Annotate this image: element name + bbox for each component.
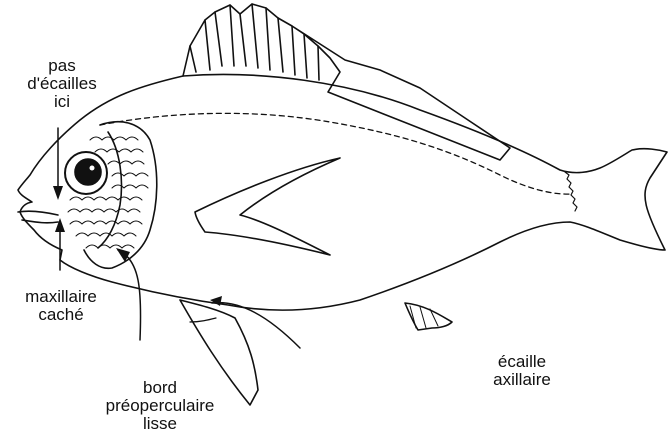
label-line: lisse	[82, 415, 238, 433]
label-smooth-preopercular-edge: bord préoperculaire lisse	[82, 379, 238, 433]
label-line: d'écailles	[22, 75, 102, 93]
axillary-scale	[190, 318, 216, 322]
eye-pupil	[75, 159, 101, 185]
label-line: écaille	[482, 353, 562, 371]
lateral-line	[100, 113, 572, 194]
label-line: préoperculaire	[82, 397, 238, 415]
body-outline	[18, 74, 667, 310]
caudal-scale-edge	[565, 172, 577, 211]
label-line: caché	[2, 306, 120, 324]
anal-fin	[405, 303, 452, 330]
eye-highlight	[90, 166, 95, 171]
label-axillary-scale: écaille axillaire	[482, 353, 562, 389]
label-line: maxillaire	[2, 288, 120, 306]
dorsal-fin	[183, 4, 510, 160]
mouth	[18, 211, 58, 223]
label-line: axillaire	[482, 371, 562, 389]
label-line: ici	[22, 93, 102, 111]
label-maxillary-hidden: maxillaire caché	[2, 288, 120, 324]
label-line: pas	[22, 57, 102, 75]
label-line: bord	[82, 379, 238, 397]
pectoral-fin	[195, 158, 340, 255]
label-no-scales-here: pas d'écailles ici	[22, 57, 102, 111]
